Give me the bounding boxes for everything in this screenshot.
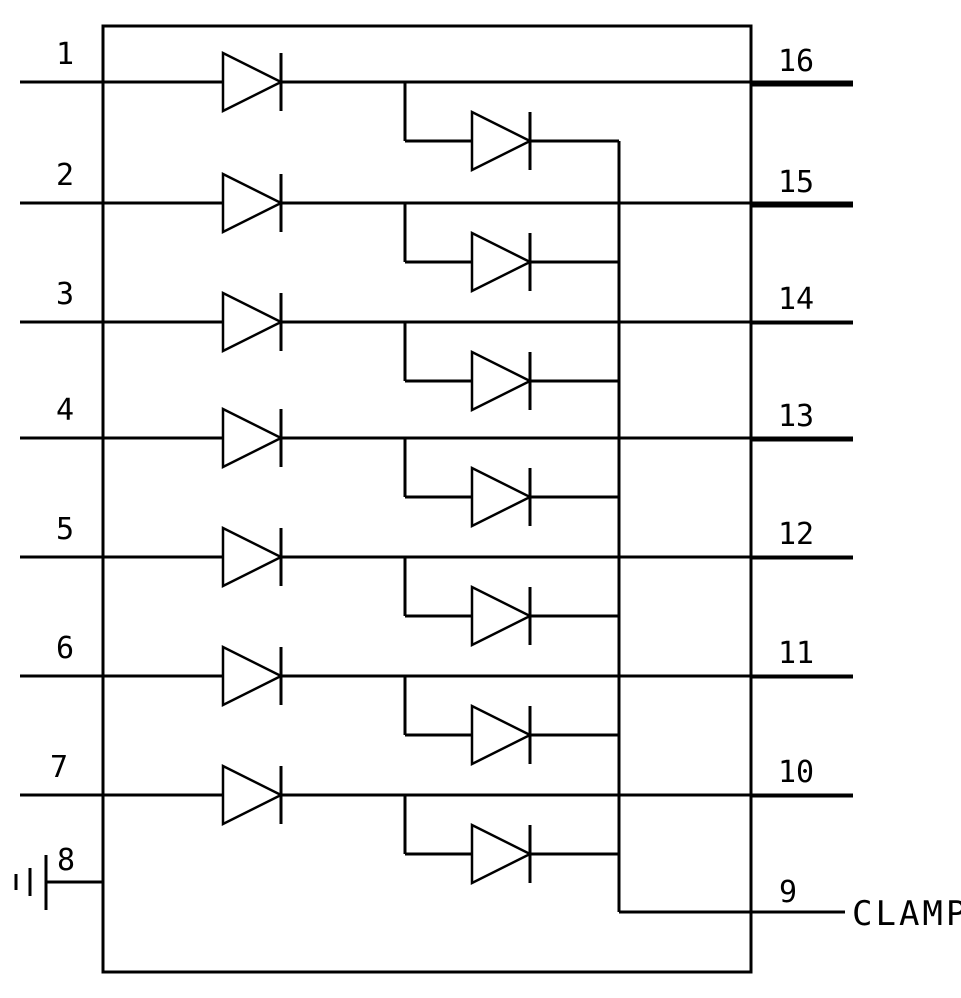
diode-input-6 [221, 644, 284, 708]
pin-label-11: 11 [778, 636, 814, 671]
pin-label-15: 15 [778, 165, 814, 200]
diode-triangle [470, 465, 533, 529]
diode-triangle [470, 584, 533, 648]
pin-label-7: 7 [50, 750, 68, 785]
diode-input-3 [221, 290, 284, 354]
diode-triangle [470, 822, 533, 886]
pin-label-12: 12 [778, 517, 814, 552]
pin-label-2: 2 [56, 158, 74, 193]
diode-triangle [470, 109, 533, 173]
diodes [221, 50, 533, 886]
diode-input-5 [221, 525, 284, 589]
pin-label-13: 13 [778, 399, 814, 434]
pin-label-3: 3 [56, 277, 74, 312]
diode-triangle [470, 230, 533, 294]
diode-triangle [221, 763, 284, 827]
diode-input-2 [221, 171, 284, 235]
pin-label-6: 6 [56, 631, 74, 666]
pin-label-10: 10 [778, 755, 814, 790]
diode-input-1 [221, 50, 284, 114]
pin-label-4: 4 [56, 393, 74, 428]
diode-input-7 [221, 763, 284, 827]
pin-label-1: 1 [56, 37, 74, 72]
diode-triangle [221, 406, 284, 470]
pin-label-14: 14 [778, 282, 814, 317]
diode-triangle [470, 703, 533, 767]
package-outline [101, 24, 753, 974]
diode-triangle [221, 525, 284, 589]
diode-clamp-3 [470, 349, 533, 413]
pin-label-16: 16 [778, 44, 814, 79]
diode-triangle [221, 644, 284, 708]
diode-triangle [221, 171, 284, 235]
pin-label-5: 5 [56, 512, 74, 547]
diode-clamp-5 [470, 584, 533, 648]
diode-clamp-1 [470, 109, 533, 173]
clamp-label: CLAMP [852, 894, 961, 934]
pin-label-9: 9 [779, 875, 797, 910]
diode-triangle [470, 349, 533, 413]
diode-clamp-7 [470, 822, 533, 886]
diode-input-4 [221, 406, 284, 470]
diode-clamp-2 [470, 230, 533, 294]
diode-clamp-6 [470, 703, 533, 767]
pin-label-8: 8 [57, 843, 75, 878]
diode-clamp-4 [470, 465, 533, 529]
wires [14, 24, 853, 974]
diode-triangle [221, 50, 284, 114]
diode-triangle [221, 290, 284, 354]
